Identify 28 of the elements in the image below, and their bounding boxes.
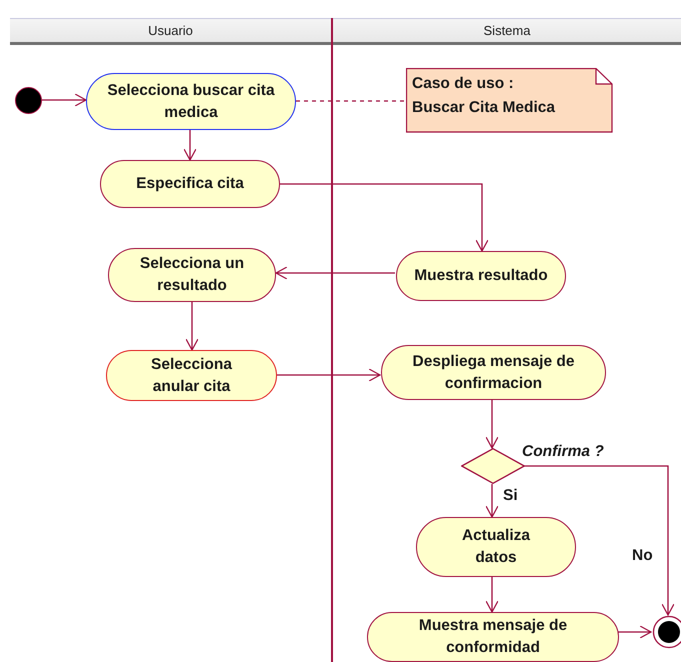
activity: Actualiza datos (416, 517, 576, 577)
note-text: Caso de uso : Buscar Cita Medica (411, 74, 556, 118)
activity: Muestra mensaje de conformidad (367, 612, 619, 662)
arrow (485, 400, 499, 449)
arrow (42, 93, 87, 107)
end-node (652, 615, 681, 649)
arrow (524, 465, 675, 616)
connector-line (296, 100, 405, 102)
start-node (15, 87, 42, 114)
arrow (275, 266, 395, 280)
swimlane (10, 18, 332, 662)
arrow (277, 368, 381, 382)
arrow (618, 625, 652, 639)
lane-header: Sistema (333, 18, 681, 45)
activity: Selecciona anular cita (106, 350, 277, 401)
arrow (185, 302, 199, 351)
arrow (485, 577, 499, 613)
activity: Selecciona un resultado (108, 248, 276, 302)
activity: Despliega mensaje de confirmacion (381, 345, 606, 400)
arrow (183, 130, 197, 161)
note (406, 68, 613, 133)
arrow (485, 484, 499, 518)
arrow (280, 183, 489, 252)
activity: Selecciona buscar cita medica (86, 73, 296, 130)
activity: Muestra resultado (396, 251, 566, 301)
lane-header: Usuario (10, 18, 331, 45)
activity: Especifica cita (100, 160, 280, 208)
swimlane (332, 18, 681, 662)
